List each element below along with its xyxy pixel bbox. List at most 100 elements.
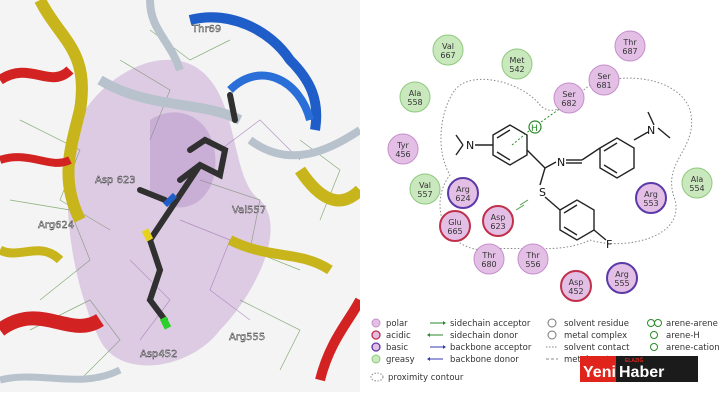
residue-disc xyxy=(432,34,464,66)
residue-name: Val xyxy=(442,42,454,51)
residue-number: 624 xyxy=(455,194,470,203)
atom-h: H xyxy=(531,124,538,134)
residue-name: Arg xyxy=(456,185,470,194)
residue-number: 665 xyxy=(447,227,462,236)
arene-h-interaction: H xyxy=(511,104,566,146)
residue-disc xyxy=(409,173,441,205)
legend-polar: polar xyxy=(386,319,408,329)
residue-disc xyxy=(606,262,638,294)
legend-backbone-acceptor: backbone acceptor xyxy=(450,343,532,353)
legend-arene-arene: arene-arene xyxy=(666,319,718,329)
legend-arene-cation: arene-cation xyxy=(666,343,720,353)
ligand-structure xyxy=(455,111,671,241)
residue-disc xyxy=(501,48,533,80)
legend-basic: basic xyxy=(386,343,408,353)
legend-proximity: proximity contour xyxy=(370,372,464,383)
residue-disc xyxy=(387,133,419,165)
residue-name: Ser xyxy=(562,90,576,99)
residue-number: 682 xyxy=(561,99,576,108)
residue-name: Asp xyxy=(569,278,584,287)
legend-sidechain-acceptor: sidechain acceptor xyxy=(450,319,531,329)
residue-disc xyxy=(588,64,620,96)
residue-val557: Val557 xyxy=(409,173,441,205)
residue-number: 623 xyxy=(490,222,505,231)
residue-arg624: Arg624 xyxy=(447,177,479,209)
residue-disc xyxy=(447,177,479,209)
residue-disc xyxy=(399,81,431,113)
residue-asp452: Asp452 xyxy=(560,270,592,302)
residue-name: Arg xyxy=(644,190,658,199)
logo-part2: Haber xyxy=(619,364,664,381)
residue-number: 557 xyxy=(417,190,432,199)
residue-name: Ala xyxy=(409,89,422,98)
legend-acidic: acidic xyxy=(386,331,411,341)
atom-n-right: N xyxy=(647,124,655,137)
residue-number: 554 xyxy=(689,184,704,193)
atom-f: F xyxy=(606,238,612,251)
residue-number: 687 xyxy=(622,47,637,56)
legend-sidechain-donor: sidechain donor xyxy=(450,331,518,341)
label-asp623: Asp 623 xyxy=(95,175,136,186)
residue-disc xyxy=(439,210,471,242)
legend-col4: arene-arene arene-H arene-cation xyxy=(647,319,720,353)
label-arg555: Arg555 xyxy=(229,332,265,343)
legend-greasy: greasy xyxy=(386,355,415,365)
legend-col2: sidechain acceptor sidechain donor backb… xyxy=(427,319,532,365)
interaction-diagram-2d: N N S F N H Val667Met542Thr687Ala558Ser6… xyxy=(387,30,713,302)
residue-disc xyxy=(681,167,713,199)
legend-metal-complex: metal complex xyxy=(564,331,627,341)
residue-number: 452 xyxy=(568,287,583,296)
residue-disc xyxy=(553,82,585,114)
residue-name: Thr xyxy=(622,38,637,47)
residue-name: Arg xyxy=(615,270,629,279)
residue-name: Asp xyxy=(491,213,506,222)
residue-disc xyxy=(517,243,549,275)
legend-proximity-contour: proximity contour xyxy=(388,373,464,383)
residue-name: Ser xyxy=(597,72,611,81)
residue-disc xyxy=(473,243,505,275)
residue-number: 667 xyxy=(440,51,455,60)
legend-col1: polar acidic basic greasy xyxy=(371,318,415,365)
label-val557: Val557 xyxy=(232,205,266,216)
residue-number: 680 xyxy=(481,260,496,269)
label-arg624: Arg624 xyxy=(38,220,74,231)
legend-solvent-residue: solvent residue xyxy=(564,319,629,329)
residue-number: 456 xyxy=(395,150,410,159)
docking-3d-render: Asp 623 Arg624 Thr69 Val557 Asp452 Arg55… xyxy=(0,0,360,392)
residue-number: 558 xyxy=(407,98,422,107)
label-asp452: Asp452 xyxy=(140,349,178,360)
residue-number: 553 xyxy=(643,199,658,208)
residue-disc xyxy=(635,182,667,214)
label-thr-top: Thr69 xyxy=(191,24,221,35)
atom-n-left: N xyxy=(466,139,474,152)
logo-small: ELAZIĞ xyxy=(625,356,643,364)
logo-part1: Yeni xyxy=(583,364,616,381)
residue-arg555: Arg555 xyxy=(606,262,638,294)
residue-name: Glu xyxy=(448,218,462,227)
residue-number: 556 xyxy=(525,260,540,269)
residue-number: 555 xyxy=(614,279,629,288)
residue-disc xyxy=(614,30,646,62)
atom-s: S xyxy=(539,186,546,199)
residue-name: Val xyxy=(419,181,431,190)
legend-arene-h: arene-H xyxy=(666,331,700,341)
residue-disc xyxy=(560,270,592,302)
legend-backbone-donor: backbone donor xyxy=(450,355,519,365)
residue-number: 681 xyxy=(596,81,611,90)
residue-name: Thr xyxy=(481,251,496,260)
legend-solvent-contact: solvent contact xyxy=(564,343,630,353)
residue-number: 542 xyxy=(509,65,524,74)
